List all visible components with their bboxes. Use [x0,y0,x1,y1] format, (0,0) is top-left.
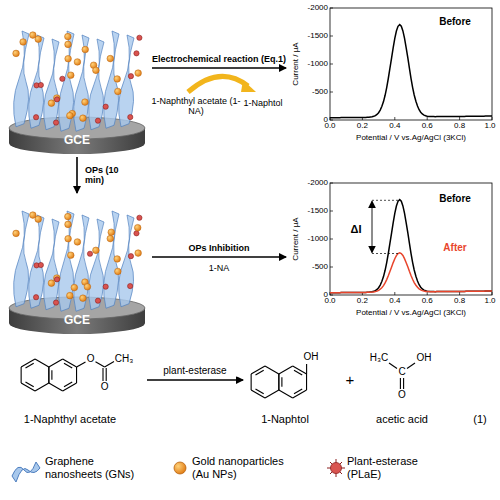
node-text: GCE [64,314,90,328]
node-text: After [443,242,466,254]
plain-label: 1-Naphthyl acetate (1-NA) [150,96,242,117]
chart-panel: Before [288,5,495,153]
node-text: GCE [64,134,90,148]
plain-label: 0.0 [324,121,335,130]
edge-label: OPs (10 min) [85,165,133,186]
plain-label: 1-NA [209,263,230,273]
molecule: O O CH₃ 1-Naphthyl acetate [5,345,145,430]
voltammogram [330,183,492,295]
plain-label: -500 [302,87,328,96]
node-text: 1-Naphtol [261,413,309,426]
plain-label: -2000 [302,3,328,12]
node-text: OH [304,351,319,363]
plain-label: -1500 [302,206,328,215]
edge-label: Electrochemical reaction (Eq.1) [151,54,287,64]
electrode-illustration [9,211,145,334]
flow-arrow [147,379,243,381]
node-text: O [87,353,95,365]
node-text: Before [439,16,471,28]
plain-label: Current / μA [291,42,300,85]
electrode-node: GCE [5,195,150,335]
plain-label: 0.8 [454,121,465,130]
plain-label: 0.6 [422,121,433,130]
plain-label: Current / μA [291,217,300,260]
edge-label: plant-esterase [147,365,243,377]
flow-arrow [152,67,286,69]
plain-label: Potential / V vs.Ag/AgCl (3KCl) [356,133,466,142]
plain-label: 0 [302,115,328,124]
plain-label: 0.2 [357,296,368,305]
plain-label: -2000 [302,178,328,187]
plain-label: 1.0 [484,121,495,130]
plain-label: 1.0 [484,296,495,305]
plain-label: 1-Naphtol [243,98,282,108]
plain-label: -500 [302,262,328,271]
node-text: H₃C [370,352,389,364]
plain-label: 0.8 [454,296,465,305]
plain-label: (1) [473,413,486,426]
flow-arrow [152,256,286,258]
plain-label: Potential / V vs.Ag/AgCl (3KCl) [356,308,466,317]
molecule: H₃C C OH Oacetic acid [360,345,445,430]
legend-text: Gold nanoparticles (Au NPs) [192,455,298,480]
plain-label: 0.0 [324,296,335,305]
node-text: O [398,389,406,401]
molecule-structures [21,359,415,398]
legend-text: Graphene nanosheets (GNs) [45,455,149,480]
molecule: OH 1-Naphtol [245,345,335,430]
electrode-node: GCE [5,15,150,155]
node-text: Before [439,193,471,205]
node-text: OH [417,352,432,364]
node-text: CH₃ [115,353,134,365]
plain-label: 0 [302,290,328,299]
plain-label: 0.2 [357,121,368,130]
legend-text: Plant-esterase (PLaE) [347,455,453,480]
plain-label: 0.4 [389,121,400,130]
plain-label: + [346,371,355,388]
flow-arrow [76,157,78,193]
node-text: O [101,381,109,393]
edge-label: OPs Inhibition [154,243,284,253]
voltammogram [330,8,492,120]
node-text: acetic acid [376,413,428,426]
plain-label: 0.4 [389,296,400,305]
reaction-arrow [188,76,248,92]
node-text: ΔI [351,223,362,236]
node-text: 1-Naphthyl acetate [24,413,116,426]
node-text: C [398,366,405,378]
plain-label: 0.6 [422,296,433,305]
electrode-illustration [9,31,145,154]
reaction-arrowhead [241,80,256,92]
plain-label: -1500 [302,31,328,40]
plain-label: -1000 [302,59,328,68]
plain-label: -1000 [302,234,328,243]
